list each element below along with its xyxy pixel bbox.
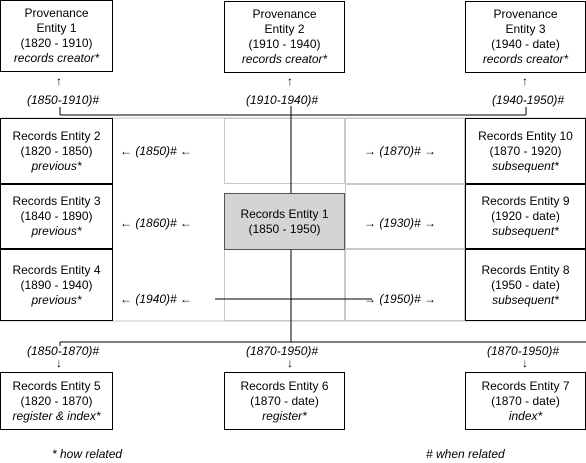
records-entity-2: Records Entity 2 (1820 - 1850) previous* [0, 118, 113, 184]
entity-name: Records Entity 4 [12, 262, 101, 277]
entity-name: Records Entity 6 [240, 378, 329, 393]
entity-name: Provenance [252, 7, 317, 21]
entity-name: Records Entity 1 [240, 206, 329, 221]
up-arrow-icon: ↑ [522, 74, 528, 88]
entity-number: Entity 2 [264, 22, 305, 36]
when-label-left-3: ← (1860)# ← [120, 216, 193, 230]
entity-relation: records creator* [482, 52, 569, 66]
entity-dates: (1890 - 1940) [20, 277, 93, 292]
when-label-left-4: ← (1940)# ← [120, 292, 193, 306]
entity-name: Records Entity 5 [12, 378, 101, 393]
entity-relation: subsequent* [492, 158, 559, 173]
entity-name: Provenance [493, 7, 558, 21]
entity-relation: previous* [31, 292, 82, 307]
entity-number: Entity 1 [36, 21, 77, 35]
when-label-left-2: ← (1850)# ← [120, 144, 193, 158]
when-label-right-8: → (1950)# → [364, 292, 437, 306]
down-arrow-icon: ↓ [56, 356, 62, 370]
records-entity-9: Records Entity 9 (1920 - date) subsequen… [465, 184, 586, 249]
entity-dates: (1920 - date) [491, 209, 560, 223]
records-entity-8: Records Entity 8 (1950 - date) subsequen… [465, 249, 586, 321]
when-label-right-9: → (1930)# → [364, 216, 437, 230]
entity-dates: (1910 - 1940) [248, 37, 321, 51]
entity-name: Records Entity 9 [481, 194, 570, 208]
entity-relation: subsequent* [492, 224, 559, 238]
when-label-bottom-5: (1850-1870)# [27, 344, 100, 358]
entity-relation: previous* [31, 224, 82, 238]
entity-dates: (1840 - 1890) [20, 209, 93, 223]
records-entity-5: Records Entity 5 (1820 - 1870) register … [0, 372, 113, 430]
entity-dates: (1940 - date) [491, 37, 560, 51]
down-arrow-icon: ↓ [287, 356, 293, 370]
entity-dates: (1870 - date) [250, 393, 319, 408]
entity-name: Records Entity 2 [12, 128, 101, 143]
entity-relation: register* [262, 408, 307, 423]
records-entity-6: Records Entity 6 (1870 - date) register* [224, 372, 345, 430]
entity-relation: index* [508, 408, 543, 423]
records-entity-7: Records Entity 7 (1870 - date) index* [465, 372, 586, 430]
provenance-entity-2: Provenance Entity 2 (1910 - 1940) record… [224, 1, 345, 73]
entity-dates: (1870 - date) [491, 393, 560, 408]
records-entity-10: Records Entity 10 (1870 - 1920) subseque… [465, 118, 586, 184]
when-label-bottom-7: (1870-1950)# [487, 344, 560, 358]
entity-relation: previous* [31, 158, 82, 173]
entity-relation: subsequent* [492, 292, 559, 307]
entity-dates: (1850 - 1950) [248, 221, 321, 236]
entity-name: Provenance [24, 6, 89, 20]
when-label-top-3: (1940-1950)# [492, 93, 565, 107]
entity-dates: (1950 - date) [491, 277, 560, 292]
entity-relation: records creator* [13, 51, 100, 65]
provenance-entity-1: Provenance Entity 1 (1820 - 1910) record… [0, 0, 113, 72]
records-entity-3: Records Entity 3 (1840 - 1890) previous* [0, 184, 113, 249]
down-arrow-icon: ↓ [522, 356, 528, 370]
entity-dates: (1820 - 1850) [20, 143, 93, 158]
when-label-top-2: (1910-1940)# [246, 93, 319, 107]
up-arrow-icon: ↑ [56, 74, 62, 88]
up-arrow-icon: ↑ [287, 74, 293, 88]
entity-relation: records creator* [241, 52, 328, 66]
entity-dates: (1870 - 1920) [489, 143, 562, 158]
when-label-right-10: → (1870)# → [364, 144, 437, 158]
provenance-entity-3: Provenance Entity 3 (1940 - date) record… [465, 1, 586, 73]
when-label-bottom-6: (1870-1950)# [246, 344, 319, 358]
records-entity-4: Records Entity 4 (1890 - 1940) previous* [0, 249, 113, 321]
entity-name: Records Entity 10 [478, 128, 573, 143]
records-entity-1: Records Entity 1 (1850 - 1950) [224, 193, 345, 250]
entity-name: Records Entity 7 [481, 378, 570, 393]
entity-name: Records Entity 3 [12, 194, 101, 208]
how-related-note: * how related [52, 447, 123, 461]
entity-number: Entity 3 [505, 22, 546, 36]
when-related-note: # when related [426, 447, 505, 461]
entity-relation: register & index* [12, 408, 101, 423]
entity-dates: (1820 - 1910) [20, 36, 93, 50]
entity-name: Records Entity 8 [481, 262, 570, 277]
when-label-top-1: (1850-1910)# [27, 93, 100, 107]
entity-dates: (1820 - 1870) [20, 393, 93, 408]
